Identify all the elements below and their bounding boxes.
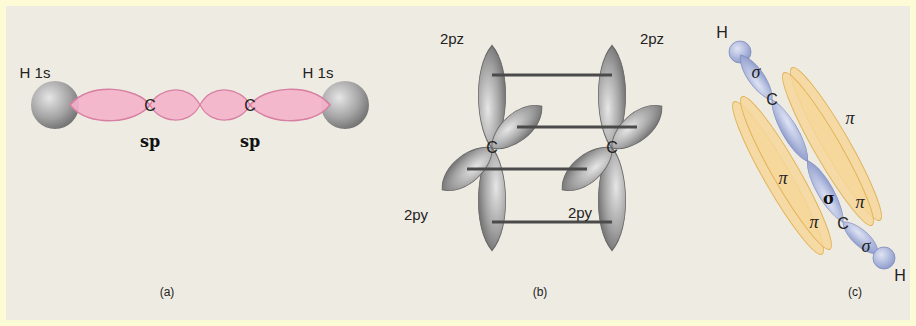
panel-label: (c): [848, 286, 862, 298]
orbital-label: 2py: [404, 207, 428, 222]
atom-label: H: [894, 268, 906, 284]
atom-label: H: [716, 25, 728, 41]
bond-label: π: [845, 109, 854, 127]
sp-lobe: [70, 89, 150, 121]
sigma-bonds: [729, 41, 895, 269]
overlap-bar: [467, 168, 587, 171]
handwritten-note: sp: [140, 134, 160, 150]
p-orbital-figure: [433, 46, 670, 251]
orbital-label: H 1s: [303, 65, 334, 80]
sp-lobe: [150, 90, 200, 120]
bond-label: π: [778, 169, 787, 187]
photo-ground: [6, 6, 910, 320]
panel-label: (b): [533, 286, 548, 298]
overlap-bar: [492, 74, 612, 77]
bond-label: σ: [752, 63, 761, 81]
sp-lobe: [250, 89, 330, 121]
overlap-bars: [467, 75, 637, 222]
atom-label: C: [144, 98, 156, 114]
bond-label: σ: [862, 237, 871, 255]
h-orbital: [873, 247, 895, 269]
atom-label: C: [244, 98, 256, 114]
bond-label: π: [855, 193, 864, 211]
atom-label: C: [486, 140, 498, 156]
orbital-label: H 1s: [20, 65, 51, 80]
panel-label: (a): [160, 286, 175, 298]
orbital-label: 2pz: [640, 31, 664, 46]
pi-cloud: [731, 90, 842, 255]
atom-label: C: [837, 216, 849, 232]
orbital-label: 2py: [568, 205, 592, 220]
handwritten-note: sp: [240, 134, 260, 150]
sp-hybrid-figure: [31, 81, 369, 129]
bond-label: π: [809, 213, 818, 231]
pi-clouds: [723, 61, 892, 260]
atom-label: C: [766, 92, 778, 108]
overlap-bar: [517, 126, 637, 129]
handwritten-note: σ: [823, 191, 835, 207]
overlap-bar: [492, 221, 612, 224]
atom-label: C: [606, 140, 618, 156]
sp-lobe: [200, 90, 250, 120]
orbital-label: 2pz: [440, 31, 464, 46]
